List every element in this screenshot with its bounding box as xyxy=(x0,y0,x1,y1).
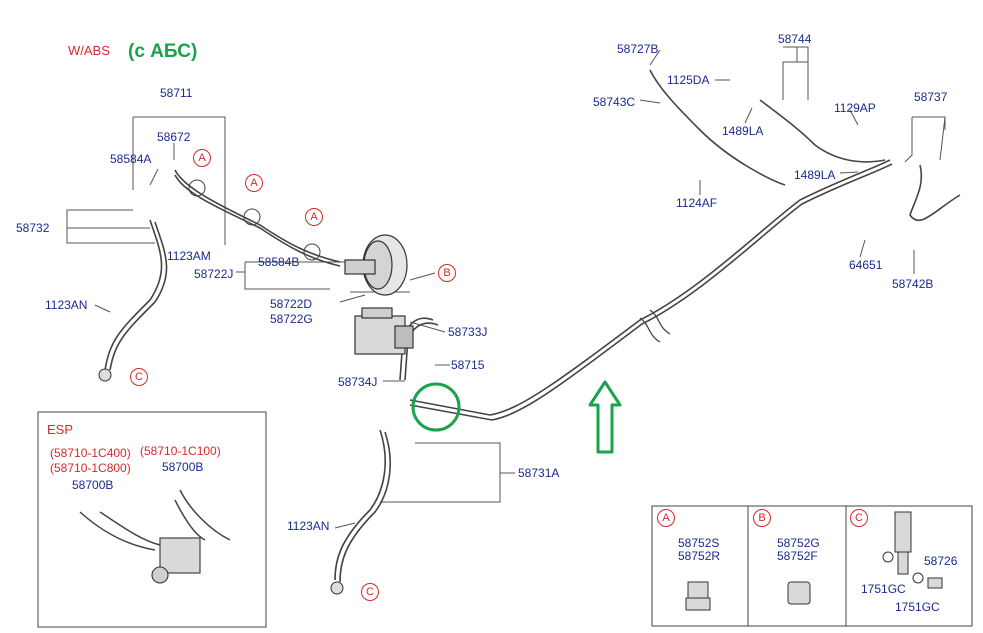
part-1123an-bottom: 1123AN xyxy=(287,519,330,533)
part-58672: 58672 xyxy=(157,130,191,144)
esp-part-right: 58700B xyxy=(162,460,204,474)
leader-58744 xyxy=(783,46,798,62)
legend-callout-a: A xyxy=(657,509,675,527)
part-58744: 58744 xyxy=(778,32,812,46)
fitting-c xyxy=(882,511,943,589)
part-58731a: 58731A xyxy=(518,466,560,480)
esp-title: ESP xyxy=(47,422,74,437)
legend-callout-c: C xyxy=(850,509,868,527)
callout-a-3: A xyxy=(305,208,323,226)
part-58584b: 58584B xyxy=(258,255,300,269)
esp-part-left: 58700B xyxy=(72,478,114,492)
part-58734j: 58734J xyxy=(338,375,378,389)
part-58715: 58715 xyxy=(451,358,485,372)
leader-58711 xyxy=(133,116,226,245)
brake-line-main-b xyxy=(174,174,341,267)
part-1124af: 1124AF xyxy=(676,196,718,210)
legend-c-1: 58726 xyxy=(924,554,958,568)
clip-b xyxy=(787,581,811,605)
esp-module xyxy=(79,489,231,584)
legend-c-3: 1751GC xyxy=(895,600,940,614)
part-64651: 64651 xyxy=(849,258,883,272)
callout-a-2: A xyxy=(245,174,263,192)
legend-b-1: 58752G xyxy=(777,536,820,550)
legend-a-1: 58752S xyxy=(678,536,720,550)
part-58711: 58711 xyxy=(160,86,193,100)
callout-b: B xyxy=(438,264,456,282)
esp-part-red-3: (58710-1C100) xyxy=(140,444,221,458)
part-1125da: 1125DA xyxy=(667,73,710,87)
abs-module xyxy=(354,307,414,355)
part-1123am: 1123AM xyxy=(167,249,211,263)
wabs-label: W/ABS xyxy=(68,43,110,58)
brake-hose-front-right xyxy=(334,429,386,581)
part-1489la-2: 1489LA xyxy=(794,168,836,182)
part-1123an-top: 1123AN xyxy=(45,298,88,312)
part-58742b: 58742B xyxy=(892,277,934,291)
part-58743c: 58743C xyxy=(593,95,636,109)
legend-b-2: 58752F xyxy=(777,549,818,563)
part-58733j: 58733J xyxy=(448,325,488,339)
abs-note: (с АБС) xyxy=(128,41,198,62)
brake-hose-front-left xyxy=(104,219,163,371)
leader-58737 xyxy=(912,116,946,130)
part-58727b: 58727B xyxy=(617,42,659,56)
brake-line-main-a xyxy=(174,169,341,263)
highlight-circle xyxy=(411,382,461,432)
clip-a xyxy=(685,581,711,611)
leader-58732 xyxy=(66,209,155,244)
brake-booster xyxy=(344,234,408,296)
brake-line-rear-long xyxy=(409,159,891,416)
part-58722g: 58722G xyxy=(270,312,313,326)
part-58722d: 58722D xyxy=(270,297,313,311)
brake-line-upper-rear xyxy=(649,69,786,186)
part-58737: 58737 xyxy=(914,90,948,104)
part-1489la-1: 1489LA xyxy=(722,124,764,138)
part-58732: 58732 xyxy=(16,221,50,235)
esp-part-red-2: (58710-1C800) xyxy=(50,461,131,475)
part-58722j: 58722J xyxy=(194,267,234,281)
esp-part-red-1: (58710-1C400) xyxy=(50,446,131,460)
legend-a-2: 58752R xyxy=(678,549,721,563)
callout-a-1: A xyxy=(193,149,211,167)
highlight-arrow xyxy=(588,380,622,454)
legend-c-2: 1751GC xyxy=(861,582,906,596)
part-1129ap: 1129AP xyxy=(834,101,876,115)
callout-c-2: C xyxy=(361,583,379,601)
callout-c-1: C xyxy=(130,368,148,386)
legend-callout-b: B xyxy=(753,509,771,527)
leader-58731a xyxy=(380,442,501,503)
leader-58722j xyxy=(236,271,330,290)
brake-line-rear-right xyxy=(909,164,961,222)
part-58584a: 58584A xyxy=(110,152,152,166)
